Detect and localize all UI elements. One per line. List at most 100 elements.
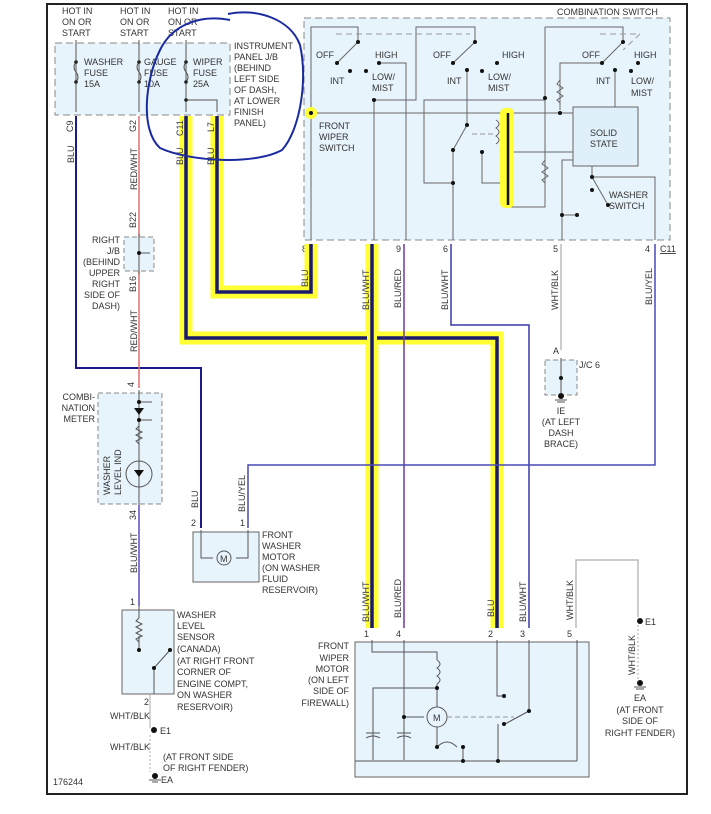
washer-motor-icon: M: [220, 554, 228, 564]
pos-off-3: OFF: [582, 50, 600, 60]
cs-pin-5: 5: [553, 244, 558, 254]
instrument-panel-jb-label: INSTRUMENT PANEL J/B (BEHIND LEFT SIDE O…: [234, 41, 293, 128]
fws-l3: SWITCH: [319, 143, 355, 153]
wl-b16-redwht: RED/WHT: [129, 310, 139, 352]
fm-pin-4: 4: [396, 629, 401, 639]
wire-labels: BLU RED/WHT BLU BLU C9 G2 C11 L7 BLU BLU…: [65, 120, 654, 675]
wm-pin-1: 1: [240, 518, 245, 528]
wiper-fuse-l2: FUSE: [193, 68, 217, 78]
power-source-labels: HOT IN ON OR START HOT IN ON OR START HO…: [62, 6, 198, 38]
splice-e1-left-label: E1: [160, 726, 171, 736]
solid-state-l2: STATE: [590, 139, 618, 149]
wl-c9-blu: BLU: [66, 145, 76, 163]
diode-icon: [134, 408, 144, 415]
wires: [75, 116, 656, 772]
switch-contacts: [335, 40, 640, 217]
cm-l2: NATION: [62, 403, 95, 413]
hot-label-1-l2: ON OR: [62, 17, 92, 27]
wiper-motor-internals: [355, 640, 578, 762]
ipjb-l7: FINISH: [234, 107, 264, 117]
splice-e1-left: [151, 727, 157, 733]
right-jb-label: RIGHT J/B (BEHIND UPPER RIGHT SIDE OF DA…: [83, 235, 121, 311]
wl-fm2: BLU: [486, 599, 496, 617]
wire-wht-blk-motor: [575, 559, 639, 628]
sensor-contacts: [137, 648, 172, 670]
ground-ea-left-dot: [152, 773, 158, 779]
washer-level-sensor-box: [121, 609, 175, 695]
pos-low-1: LOW/: [372, 72, 396, 82]
jc6-pin-a: A: [553, 346, 559, 356]
pos-high-1: HIGH: [375, 50, 398, 60]
fwm-l2: WASHER: [262, 541, 302, 551]
combo-switch-highlight: [305, 107, 514, 208]
fuse-dots: [74, 60, 188, 102]
cs-pin-4: 4: [645, 244, 650, 254]
wl-cs7: BLU/WHT: [361, 269, 371, 310]
ie-loc-l2: DASH: [548, 428, 573, 438]
wl-cs8: BLU: [300, 269, 310, 287]
combination-meter-label: COMBI- NATION METER: [62, 392, 96, 424]
ground-ea-left: EA: [161, 775, 173, 785]
wiper-fuse-l3: 25A: [193, 79, 209, 89]
conn-g2: G2: [128, 120, 138, 132]
wiper-fuse-l1: WIPER: [193, 57, 223, 67]
rjb-l6: SIDE OF: [84, 290, 121, 300]
front-wiper-motor-box: [354, 641, 590, 778]
washer-level-ind-l2: LEVEL IND: [113, 449, 123, 495]
wl-sensor-wht-blk-1: WHT/BLK: [110, 711, 150, 721]
wl-right-ground: WHT/BLK: [627, 635, 637, 675]
solid-state-l1: SOLID: [590, 128, 618, 138]
wl-g2-redwht: RED/WHT: [129, 148, 139, 190]
wl-fm4: BLU/RED: [393, 578, 403, 618]
wl-meter-bluwht: BLU/WHT: [129, 532, 139, 573]
wls-l9: RESERVOIR): [177, 702, 233, 712]
instrument-panel-jb-box: [54, 42, 231, 116]
jc6-ground-dot: [558, 393, 564, 399]
switch-linkage-2: [600, 33, 642, 51]
wl-cs4: BLU/YEL: [644, 268, 654, 305]
wiper-fuse-icon: [183, 61, 189, 83]
wls-l6: CORNER OF: [177, 667, 232, 677]
ea-loc-right-l2: SIDE OF: [622, 716, 659, 726]
ground-ea-right-dot: [637, 680, 643, 686]
fwm-l5: FLUID: [262, 574, 289, 584]
wls-l8: ON WASHER: [177, 690, 233, 700]
right-ground-label: EA (AT FRONT SIDE OF RIGHT FENDER): [605, 693, 675, 738]
pos-off-2: OFF: [433, 50, 451, 60]
wl-c11-blu: BLU: [175, 147, 185, 165]
wl-fm3: BLU/WHT: [518, 581, 528, 622]
fm-pin-5: 5: [567, 629, 572, 639]
pos-mist-2: MIST: [488, 83, 510, 93]
splice-e1-right: [637, 618, 643, 624]
fwm-l6: RESERVOIR): [262, 585, 318, 595]
fwm-l1: FRONT: [262, 530, 293, 540]
wire-blu-wht-6: [450, 244, 530, 628]
pos-high-3: HIGH: [634, 50, 657, 60]
cs-pin-9: 9: [396, 244, 401, 254]
pos-low-3: LOW/: [631, 76, 655, 86]
ground-ea-right: EA: [634, 693, 646, 703]
wls-l1: WASHER: [177, 610, 217, 620]
wl-fm5: WHT/BLK: [565, 580, 575, 620]
combination-switch-title: COMBINATION SWITCH: [557, 7, 658, 17]
combination-switch-internals: [310, 26, 656, 240]
wiper-motor-pins: 1 4 2 3 5: [364, 629, 572, 639]
hot-label-3-l1: HOT IN: [168, 6, 198, 16]
fwpm-l5: SIDE OF: [313, 686, 350, 696]
pos-mist-1: MIST: [372, 83, 394, 93]
sensor-internals: [134, 606, 171, 694]
jc6-node: [559, 376, 563, 380]
hot-label-1-l3: START: [62, 28, 91, 38]
washer-fuse-l1: WASHER: [84, 57, 124, 67]
wiper-motor-icon: M: [433, 713, 441, 723]
cs-pin-6: 6: [443, 244, 448, 254]
front-washer-motor-label: FRONT WASHER MOTOR (ON WASHER FLUID RESE…: [262, 530, 321, 595]
wl-fm1: BLU/WHT: [361, 581, 371, 622]
wls-l2: LEVEL: [177, 621, 205, 631]
ipjb-l2: PANEL J/B: [234, 52, 278, 62]
ie-loc-l3: BRACE): [544, 439, 578, 449]
ea-loc-right-l1: (AT FRONT: [616, 705, 664, 715]
ipjb-l1: INSTRUMENT: [234, 41, 293, 51]
led-icon: [134, 470, 144, 477]
ea-loc-left-l2: OF RIGHT FENDER): [163, 763, 248, 773]
